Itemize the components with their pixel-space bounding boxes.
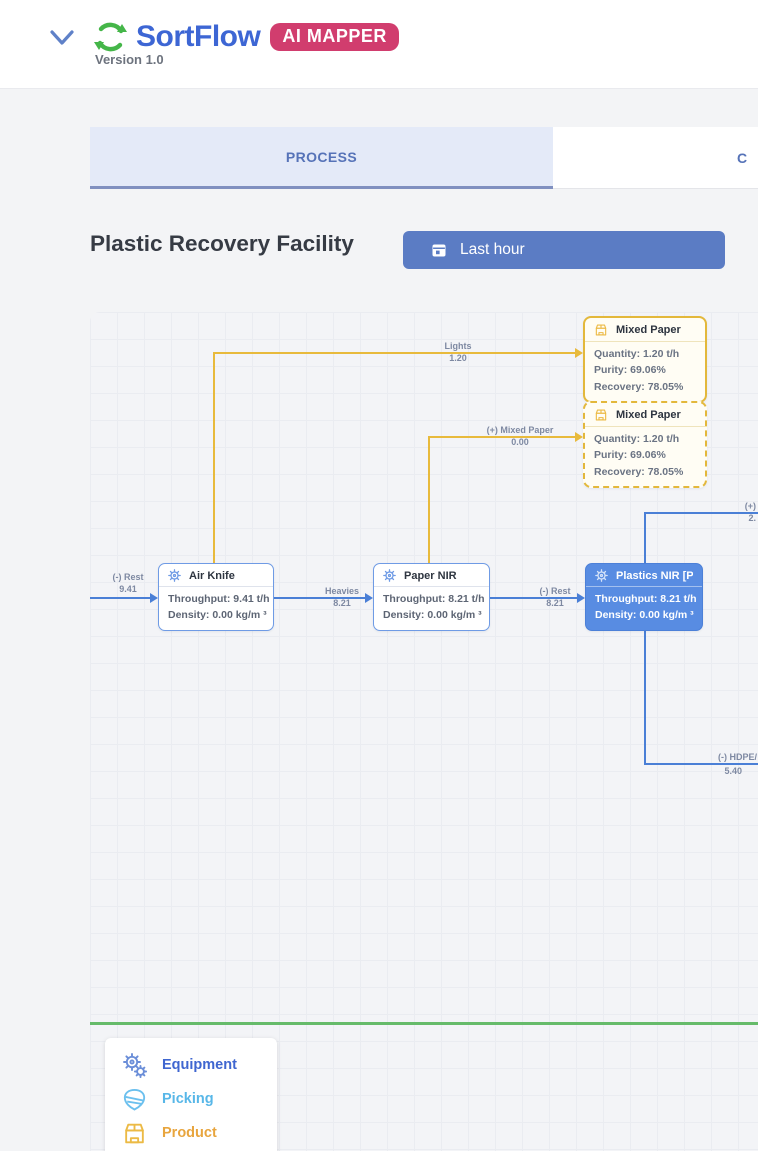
- edge-hdpe-vline: [644, 631, 646, 765]
- legend-item-picking[interactable]: Picking: [121, 1082, 277, 1116]
- time-range-button[interactable]: Last hour: [403, 231, 725, 269]
- edge-label-plus-up: (+) 2.: [686, 501, 756, 524]
- node-plastics-nir[interactable]: Plastics NIR [P... Throughput: 8.21 t/h …: [585, 563, 703, 631]
- chevron-down-icon[interactable]: [48, 27, 76, 49]
- legend-label: Picking: [162, 1091, 214, 1107]
- edge-value: 8.21: [546, 597, 564, 608]
- edge-name: (-) Rest: [539, 586, 571, 596]
- edge-rest-mid-arrow: [577, 593, 585, 603]
- node-title: Plastics NIR [P...: [616, 569, 693, 582]
- edge-label-hdpe-value: 5.40: [682, 766, 742, 778]
- edge-name: Heavies: [324, 586, 360, 596]
- edge-plus-up-vline: [644, 512, 646, 563]
- gear-icon: [168, 569, 181, 582]
- node-mixed-paper-1[interactable]: Mixed Paper Quantity: 1.20 t/h Purity: 6…: [583, 316, 707, 403]
- node-stat: Density: 0.00 kg/m ³: [168, 609, 267, 622]
- node-title: Paper NIR: [404, 569, 457, 582]
- node-stat: Throughput: 9.41 t/h: [168, 593, 270, 605]
- edge-rest-in-arrow: [150, 593, 158, 603]
- edge-lights-arrow: [575, 348, 583, 358]
- tab-process[interactable]: PROCESS: [90, 127, 553, 189]
- node-paper-nir[interactable]: Paper NIR Throughput: 8.21 t/h Density: …: [373, 563, 490, 631]
- tab-bar: PROCESS C: [90, 127, 758, 189]
- edge-label-mixed-paper: (+) Mixed Paper 0.00: [485, 425, 555, 448]
- gears-icon: [121, 1052, 148, 1079]
- edge-value: 0.00: [511, 436, 529, 447]
- edge-value: 9.41: [119, 583, 137, 594]
- time-range-label: Last hour: [460, 241, 525, 258]
- edge-label-rest-in: (-) Rest 9.41: [98, 572, 158, 595]
- page-title: Plastic Recovery Facility: [90, 231, 354, 256]
- node-stat: Throughput: 8.21 t/h: [383, 593, 485, 605]
- legend-item-equipment[interactable]: Equipment: [121, 1048, 277, 1082]
- brand-name: SortFlow: [136, 20, 261, 53]
- gear-icon: [595, 569, 608, 582]
- edge-mixedpaper-hline: [428, 436, 576, 438]
- edge-rest-mid-line: [488, 597, 578, 599]
- edge-name: Lights: [444, 341, 472, 351]
- ai-mapper-badge: AI MAPPER: [270, 23, 399, 51]
- legend-item-product[interactable]: Product: [121, 1116, 277, 1150]
- node-stat: Purity: 69.06%: [594, 364, 666, 377]
- legend-card: Equipment Picking Product: [105, 1038, 277, 1151]
- brand-block: SortFlow AI MAPPER: [92, 18, 399, 56]
- flow-canvas[interactable]: (-) Rest 9.41 Heavies 8.21 (-) Rest 8.21…: [90, 312, 758, 1151]
- node-title: Air Knife: [189, 569, 235, 582]
- tab-second[interactable]: C: [553, 127, 758, 189]
- gear-icon: [383, 569, 396, 582]
- node-stat: Throughput: 8.21 t/h: [595, 593, 697, 605]
- edge-label-lights: Lights 1.20: [428, 341, 488, 364]
- tab-process-label: PROCESS: [285, 148, 358, 165]
- node-stat: Density: 0.00 kg/m ³: [383, 609, 482, 622]
- edge-value: 2.: [748, 512, 756, 523]
- node-stat: Quantity: 1.20 t/h: [594, 348, 680, 360]
- node-stat: Purity: 69.06%: [594, 449, 666, 462]
- edge-label-hdpe-name: (-) HDPE/: [677, 752, 757, 764]
- node-stat: Recovery: 78.05%: [594, 380, 684, 393]
- legend-label: Product: [162, 1125, 217, 1141]
- edge-heavies-line: [272, 597, 366, 599]
- edge-name: (+): [744, 501, 756, 511]
- edge-name: (-) HDPE/: [718, 752, 757, 762]
- edge-lights-hline: [213, 352, 576, 354]
- edge-value: 8.21: [333, 597, 351, 608]
- node-mixed-paper-2[interactable]: Mixed Paper Quantity: 1.20 t/h Purity: 6…: [583, 401, 707, 488]
- node-title: Mixed Paper: [616, 409, 681, 421]
- flow-divider-line: [90, 1022, 758, 1025]
- node-stat: Density: 0.00 kg/m ³: [595, 609, 694, 622]
- node-stat: Recovery: 78.05%: [594, 465, 684, 478]
- edge-lights-vline: [213, 352, 215, 563]
- edge-name: (-) Rest: [112, 572, 144, 582]
- tab-second-label: C: [737, 149, 748, 166]
- edge-label-heavies: Heavies 8.21: [312, 586, 372, 609]
- version-label: Version 1.0: [95, 52, 164, 67]
- edge-name: (+) Mixed Paper: [486, 425, 554, 435]
- edge-mixedpaper-vline: [428, 436, 430, 563]
- product-icon: [121, 1121, 148, 1146]
- node-air-knife[interactable]: Air Knife Throughput: 9.41 t/h Density: …: [158, 563, 274, 631]
- app-header: SortFlow AI MAPPER Version 1.0: [0, 0, 758, 89]
- legend-label: Equipment: [162, 1057, 237, 1073]
- edge-rest-in-line: [90, 597, 151, 599]
- product-icon: [594, 323, 608, 337]
- edge-heavies-arrow: [365, 593, 373, 603]
- edge-value: 5.40: [724, 766, 742, 776]
- edge-mixedpaper-arrow: [575, 432, 583, 442]
- edge-value: 1.20: [449, 352, 467, 363]
- edge-hdpe-hline: [644, 763, 758, 765]
- picking-funnel-icon: [121, 1087, 148, 1112]
- recycle-logo-icon: [92, 20, 129, 54]
- product-icon: [594, 408, 608, 422]
- node-stat: Quantity: 1.20 t/h: [594, 433, 680, 445]
- calendar-icon: [431, 242, 447, 258]
- node-title: Mixed Paper: [616, 324, 681, 336]
- edge-plus-up-hline: [644, 512, 758, 514]
- edge-label-rest-mid: (-) Rest 8.21: [525, 586, 585, 609]
